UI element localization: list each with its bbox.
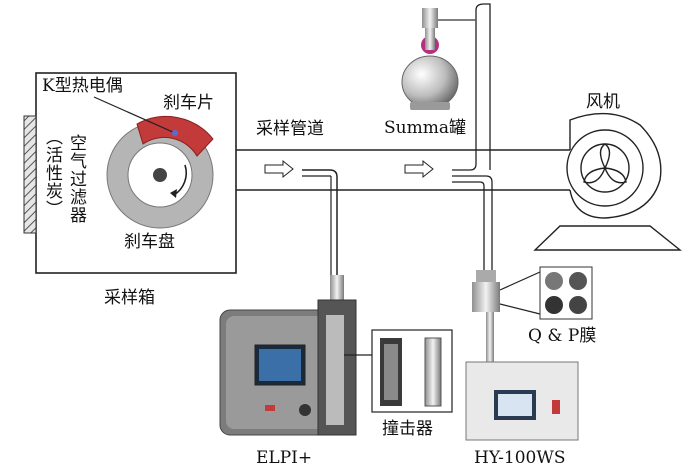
summa-line — [452, 3, 493, 270]
air-filter-block — [23, 115, 37, 234]
elpi-device — [219, 299, 357, 436]
fan-label: 风机 — [586, 92, 620, 112]
hy100ws-device — [465, 270, 579, 441]
elpi-label: ELPI+ — [256, 448, 313, 468]
impactor-label: 撞击器 — [382, 419, 433, 439]
brake-disc-hub — [153, 168, 167, 182]
impactor — [344, 329, 453, 413]
brake-pad-label: 刹车片 — [163, 93, 214, 113]
brake-pad — [136, 115, 214, 157]
filter-label: 空气过滤器 — [66, 134, 86, 224]
summa-canister — [401, 8, 476, 110]
filter-sub-label: （活性炭） — [42, 128, 62, 218]
rotation-arrow-icon — [173, 164, 188, 196]
elpi-probe — [302, 169, 338, 285]
thermocouple-leader — [93, 96, 176, 134]
sampling-pipe-label: 采样管道 — [256, 119, 324, 139]
brake-disc-label: 刹车盘 — [124, 232, 175, 252]
hy100ws-label: HY-100WS — [474, 448, 566, 468]
summa-label: Summa罐 — [384, 118, 466, 138]
thermocouple-label: K型热电偶 — [42, 76, 123, 96]
qp-membranes — [499, 266, 593, 320]
sampling-box-label: 采样箱 — [104, 288, 155, 308]
flow-arrow-icon — [264, 159, 434, 179]
qp-label: Q & P膜 — [528, 326, 597, 346]
fan — [533, 112, 682, 251]
